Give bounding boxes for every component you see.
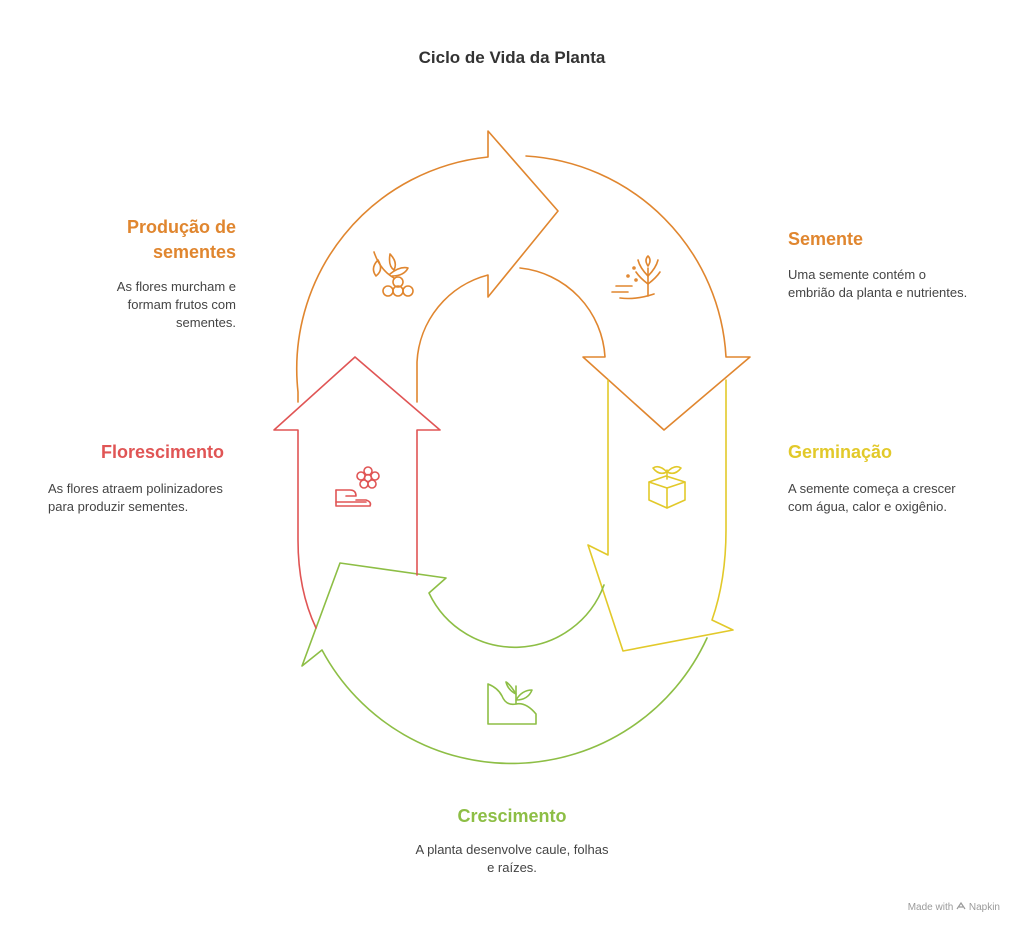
stage-title-producao: Produção de sementes [126, 217, 236, 262]
napkin-brand-label: Napkin [968, 902, 1000, 913]
arrow-semente [519, 155, 751, 431]
stage-desc-crescimento: A planta desenvolve caule, folhas e raíz… [415, 842, 609, 875]
arrow-crescimento [301, 562, 708, 765]
stage-title-semente: Semente [788, 229, 864, 249]
stage-title-crescimento: Crescimento [457, 806, 567, 826]
stage-desc-producao: As flores murcham e formam frutos com se… [116, 279, 236, 330]
box-sprout-icon [648, 465, 686, 509]
made-with-label: Made with [907, 902, 954, 913]
diagram-title: Ciclo de Vida da Planta [418, 48, 606, 67]
stage-title-florescimento: Florescimento [100, 442, 224, 462]
stage-title-germinacao: Germinação [788, 442, 893, 462]
plant-growth-icon [487, 681, 537, 725]
stage-desc-germinacao: A semente começa a crescer com água, cal… [788, 481, 956, 514]
arrow-florescimento [273, 356, 441, 629]
seeds-leaves-icon [372, 251, 414, 297]
arrow-germinacao [587, 379, 734, 652]
stage-desc-semente: Uma semente contém o embrião da planta e… [788, 267, 968, 300]
seed-sprout-icon [611, 255, 661, 300]
stage-desc-florescimento: As flores atraem polinizadores para prod… [48, 481, 223, 514]
flower-hand-icon [335, 466, 380, 507]
napkin-footer[interactable]: Made with Napkin [908, 901, 1000, 913]
napkin-logo-icon [956, 901, 966, 910]
arrow-producao [295, 130, 559, 403]
